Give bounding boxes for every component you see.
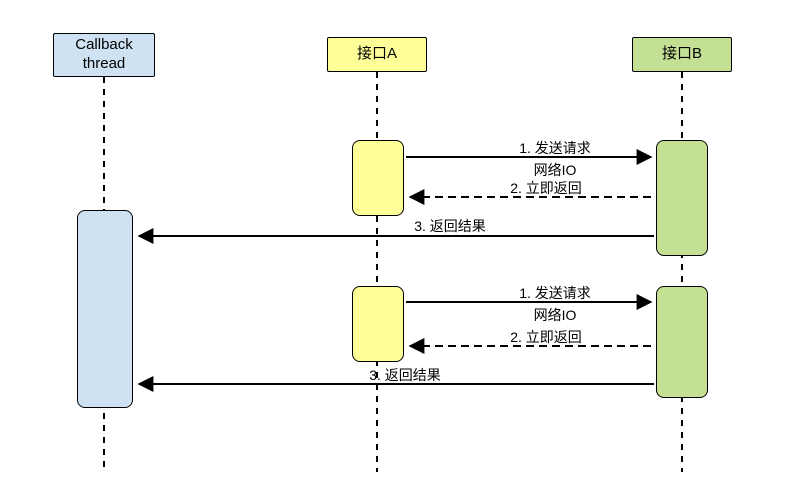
activation-bar-interface-a-1 [352, 140, 404, 216]
message-label-1-line1: 1. 发送请求 [519, 140, 591, 156]
activation-bar-interface-b-2 [656, 286, 708, 398]
lifeline-label-interface-a: 接口A [356, 45, 397, 63]
message-label-4-line2: 网络IO [533, 307, 577, 323]
message-label-3: 3. 返回结果 [414, 218, 486, 234]
message-label-4-line1: 1. 发送请求 [519, 285, 591, 301]
lifeline-label-callback-line2: thread [82, 55, 126, 72]
lifeline-header-interface-a: 接口A [327, 37, 427, 72]
lifeline-header-interface-b: 接口B [632, 37, 732, 72]
message-label-1-line2: 网络IO [533, 162, 577, 178]
lifeline-label-interface-b: 接口B [661, 45, 702, 63]
message-label-6: 3. 返回结果 [369, 367, 441, 383]
lifeline-header-callback-thread: Callback thread [53, 33, 155, 77]
lifeline-label-callback-line1: Callback [75, 36, 133, 54]
message-label-2: 2. 立即返回 [510, 180, 582, 196]
activation-bar-callback-thread [77, 210, 133, 408]
message-label-5: 2. 立即返回 [510, 329, 582, 345]
activation-bar-interface-b-1 [656, 140, 708, 256]
activation-bar-interface-a-2 [352, 286, 404, 362]
